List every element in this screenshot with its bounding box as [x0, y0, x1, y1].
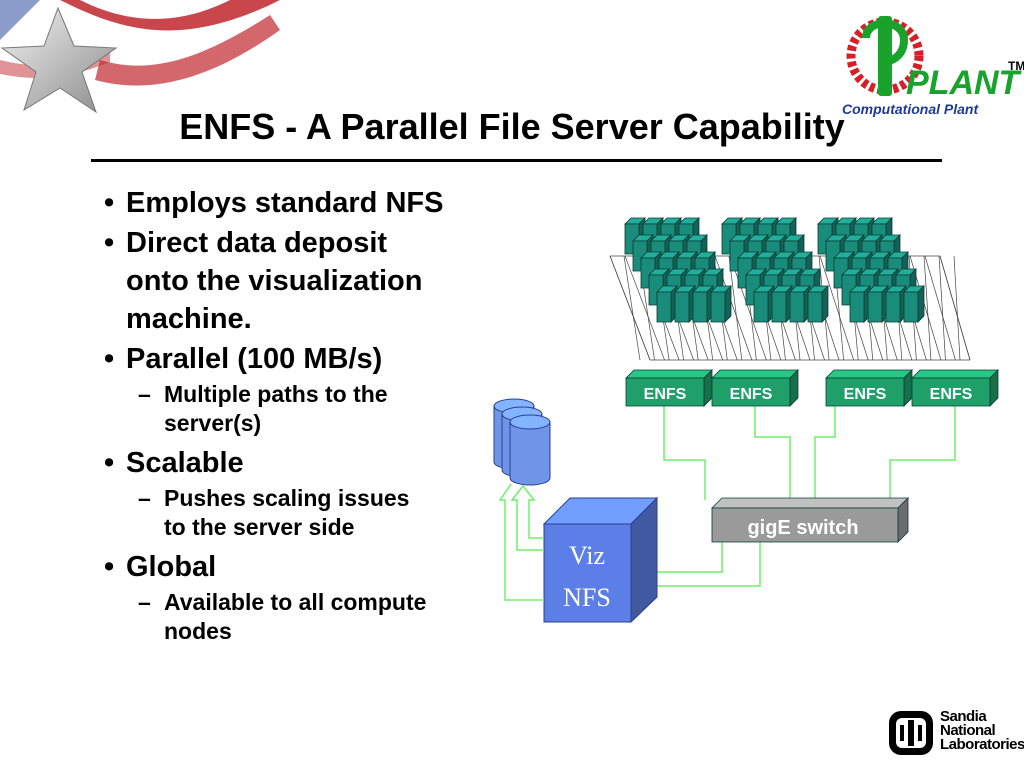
data-arrow: [510, 484, 544, 551]
bullet-text: Pushes scaling issues: [164, 485, 410, 511]
dash-marker: –: [138, 589, 151, 615]
network-link: [754, 406, 791, 500]
compute-node: [692, 285, 714, 323]
data-arrow: [498, 483, 544, 601]
compute-node: [867, 285, 889, 323]
sub-bullet-item: –Pushes scaling issues to the server side: [104, 484, 524, 542]
enfs-label: ENFS: [730, 386, 773, 403]
compute-node: [849, 285, 871, 323]
sandia-logo-icon: [889, 711, 933, 755]
enfs-server: [625, 369, 713, 407]
bullet-text: onto the visualization: [126, 265, 423, 297]
dash-marker: –: [138, 485, 151, 511]
sandia-line-1: Sandia: [940, 708, 987, 725]
network-link: [657, 540, 723, 573]
compute-node: [771, 285, 793, 323]
network-link: [663, 406, 706, 500]
bullet-list: • Employs standard NFS • Direct data deposi…: [104, 184, 524, 652]
enfs-label: ENFS: [644, 386, 687, 403]
bullet-text: to the server side: [164, 514, 355, 540]
bullet-text: server(s): [164, 410, 262, 436]
bullet-marker: •: [104, 343, 115, 375]
bullet-text: machine.: [126, 303, 252, 335]
storage-disk-icon: [509, 414, 551, 486]
sandia-line-3: Laboratories: [940, 736, 1024, 753]
bullet-item: • Parallel (100 MB/s): [104, 340, 524, 378]
bullet-item: • Direct data deposit onto the visualizati…: [104, 224, 524, 338]
logo-tm: TM: [1008, 59, 1024, 73]
viz-label-line-1: Viz: [569, 541, 605, 570]
enfs-server: [711, 369, 799, 407]
logo-wordmark: PLANT: [906, 64, 1023, 102]
sandia-wordmark: Sandia National Laboratories: [940, 708, 1024, 753]
cplant-logo: PLANT TM Computational Plant: [842, 16, 1024, 117]
bullet-text: Direct data deposit: [126, 227, 388, 259]
compute-node: [753, 285, 775, 323]
title-rule: [91, 159, 942, 162]
gige-switch: [711, 497, 909, 543]
flag-star-graphic: [0, 0, 280, 114]
bullet-marker: •: [104, 227, 115, 259]
slide-title: ENFS - A Parallel File Server Capability: [179, 106, 845, 147]
bullet-text: Scalable: [126, 447, 244, 479]
viz-label-line-2: NFS: [563, 583, 611, 612]
sub-bullet-item: –Multiple paths to the server(s): [104, 380, 524, 438]
compute-node: [885, 285, 907, 323]
viz-nfs-server: [542, 496, 659, 624]
bullet-marker: •: [104, 447, 115, 479]
compute-node: [710, 285, 732, 323]
bullet-text: Global: [126, 551, 217, 583]
enfs-label: ENFS: [930, 386, 973, 403]
compute-node: [903, 285, 925, 323]
network-link: [814, 406, 836, 500]
bullet-marker: •: [104, 551, 115, 583]
bullet-marker: •: [104, 187, 115, 219]
switch-label: gigE switch: [747, 517, 858, 539]
bullet-text: nodes: [164, 618, 232, 644]
bullet-item: • Global: [104, 548, 524, 586]
compute-node: [674, 285, 696, 323]
bullet-item: • Employs standard NFS: [104, 184, 524, 222]
bullet-text: Employs standard NFS: [126, 187, 444, 219]
network-link: [657, 540, 761, 587]
enfs-server: [911, 369, 999, 407]
sandia-line-2: National: [940, 722, 996, 739]
bullet-item: • Scalable: [104, 444, 524, 482]
logo-subtitle: Computational Plant: [842, 101, 979, 117]
compute-node: [656, 285, 678, 323]
enfs-server: [825, 369, 913, 407]
enfs-label: ENFS: [844, 386, 887, 403]
bullet-text: Available to all compute: [164, 589, 427, 615]
sub-bullet-item: –Available to all compute nodes: [104, 588, 524, 646]
network-link: [889, 406, 956, 500]
bullet-text: Parallel (100 MB/s): [126, 343, 383, 375]
compute-node: [789, 285, 811, 323]
compute-node: [807, 285, 829, 323]
dash-marker: –: [138, 381, 151, 407]
bullet-text: Multiple paths to the: [164, 381, 388, 407]
